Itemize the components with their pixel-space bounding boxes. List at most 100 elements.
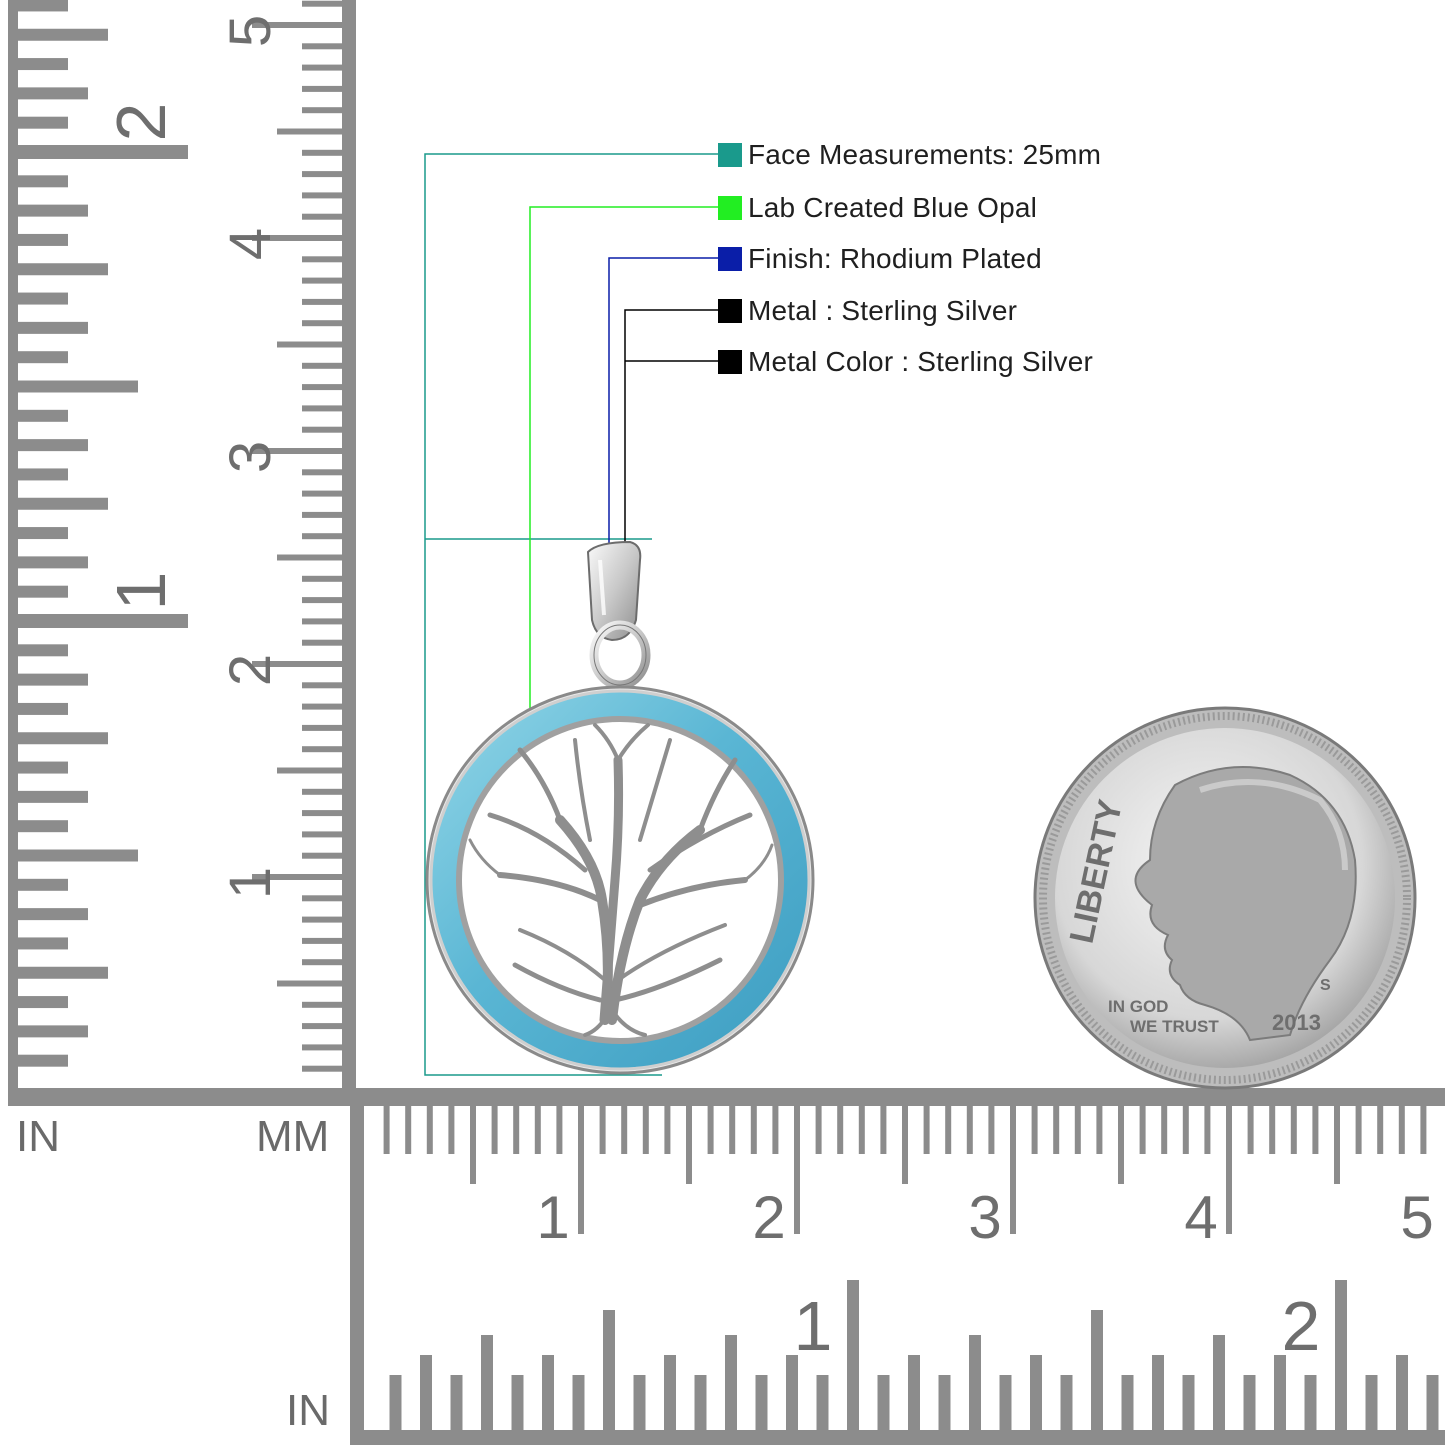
bottom-inch-tick — [694, 1375, 707, 1430]
left-ruler-edge — [8, 0, 18, 1100]
dime-coin: LIBERTY IN GOD WE TRUST 2013 S — [1033, 706, 1417, 1090]
bottom-mm-tick — [1204, 1104, 1211, 1154]
left-inch-tick — [8, 966, 108, 979]
left-mm-tick — [302, 0, 342, 7]
left-inch-tick — [8, 761, 68, 774]
legend-swatch — [718, 247, 742, 271]
bottom-inch-number: 1 — [794, 1287, 833, 1365]
bottom-mm-tick — [1290, 1104, 1297, 1154]
left-mm-tick — [252, 448, 342, 454]
left-inch-tick — [8, 732, 108, 745]
legend-stone: Lab Created Blue Opal — [718, 192, 1037, 223]
left-inch-tick — [8, 468, 68, 481]
bottom-mm-tick — [966, 1104, 973, 1154]
bottom-inch-tick — [1243, 1375, 1256, 1430]
left-mm-tick — [302, 426, 342, 433]
left-mm-tick — [277, 767, 342, 774]
left-inch-tick — [8, 263, 108, 276]
left-inch-number: 2 — [102, 103, 180, 142]
bottom-inch-tick — [603, 1310, 615, 1430]
bottom-inch-tick — [1091, 1310, 1103, 1430]
bottom-mm-tick — [1139, 1104, 1146, 1154]
left-mm-tick — [302, 85, 342, 92]
bottom-inch-tick — [1182, 1375, 1195, 1430]
metal-guide — [624, 309, 718, 548]
bottom-inch-tick — [1304, 1375, 1317, 1430]
left-inch-tick — [8, 790, 88, 803]
left-mm-tick — [302, 639, 342, 646]
legend-swatch — [718, 299, 742, 323]
left-mm-tick — [302, 362, 342, 369]
left-cm-number: 1 — [218, 867, 283, 899]
bottom-inch-tick — [1274, 1355, 1286, 1430]
bottom-mm-tick — [1053, 1104, 1060, 1154]
legend-label: Face Measurements: 25mm — [748, 139, 1102, 170]
legend-finish: Finish: Rhodium Plated — [718, 243, 1042, 274]
left-cm-number: 5 — [218, 15, 283, 47]
bottom-ruler-spine — [350, 1088, 364, 1445]
bottom-inch-tick — [999, 1375, 1012, 1430]
mm-unit-label: MM — [256, 1112, 330, 1161]
bottom-mm-tick — [923, 1104, 930, 1154]
left-inch-tick — [8, 702, 68, 715]
bottom-inch-tick — [1426, 1375, 1439, 1430]
coin-motto-line1: IN GOD — [1108, 997, 1168, 1016]
bottom-mm-tick — [383, 1104, 390, 1154]
coin-motto-line2: WE TRUST — [1130, 1017, 1219, 1036]
left-mm-tick — [302, 213, 342, 220]
bottom-mm-tick — [448, 1104, 455, 1154]
bottom-mm-tick — [1247, 1104, 1254, 1154]
bottom-inch-tick — [1060, 1375, 1073, 1430]
legend-swatch — [718, 350, 742, 374]
tree-of-life-pendant — [425, 540, 815, 1075]
tree-of-life-icon — [468, 723, 774, 1037]
left-inch-tick — [8, 1054, 68, 1067]
bottom-mm-tick — [1031, 1104, 1038, 1154]
left-mm-tick — [302, 831, 342, 838]
left-inch-tick — [8, 0, 68, 12]
left-mm-tick — [302, 277, 342, 284]
left-mm-tick — [302, 405, 342, 412]
left-mm-tick — [302, 43, 342, 50]
finish-guide — [608, 257, 718, 548]
bottom-mm-tick — [1010, 1104, 1016, 1234]
face-measurement-guide — [424, 153, 718, 1076]
bottom-mm-tick — [405, 1104, 412, 1154]
left-mm-tick — [302, 384, 342, 391]
bottom-mm-tick — [902, 1104, 908, 1184]
left-mm-tick — [302, 852, 342, 859]
coin-mint-mark: S — [1320, 977, 1331, 994]
bottom-inch-tick — [664, 1355, 676, 1430]
bottom-mm-tick — [470, 1104, 476, 1184]
left-inch-tick — [8, 849, 138, 862]
left-inch-tick — [8, 380, 138, 393]
left-mm-tick — [302, 490, 342, 497]
bail-highlight — [598, 559, 606, 616]
bottom-inch-tick — [572, 1375, 585, 1430]
left-cm-number: 4 — [218, 228, 283, 260]
bottom-mm-tick — [707, 1104, 714, 1154]
left-mm-tick — [302, 298, 342, 305]
bottom-inch-tick — [938, 1375, 951, 1430]
left-mm-tick — [277, 341, 342, 348]
left-mm-tick — [302, 171, 342, 178]
bottom-ruler-edge — [350, 1430, 1445, 1445]
left-mm-tick — [302, 937, 342, 944]
bottom-mm-tick — [1074, 1104, 1081, 1154]
left-mm-tick — [302, 533, 342, 540]
left-mm-tick — [302, 1001, 342, 1008]
bottom-inch-tick — [1335, 1280, 1347, 1430]
left-mm-tick — [302, 64, 342, 71]
coin-year: 2013 — [1272, 1010, 1321, 1035]
bottom-cm-number: 2 — [752, 1184, 785, 1251]
legend-swatch — [718, 196, 742, 220]
left-mm-tick — [302, 1044, 342, 1051]
bottom-mm-tick — [1096, 1104, 1103, 1154]
left-mm-tick — [252, 235, 342, 241]
left-inch-tick — [8, 556, 88, 569]
bottom-inch-tick — [877, 1375, 890, 1430]
bottom-mm-tick — [664, 1104, 671, 1154]
